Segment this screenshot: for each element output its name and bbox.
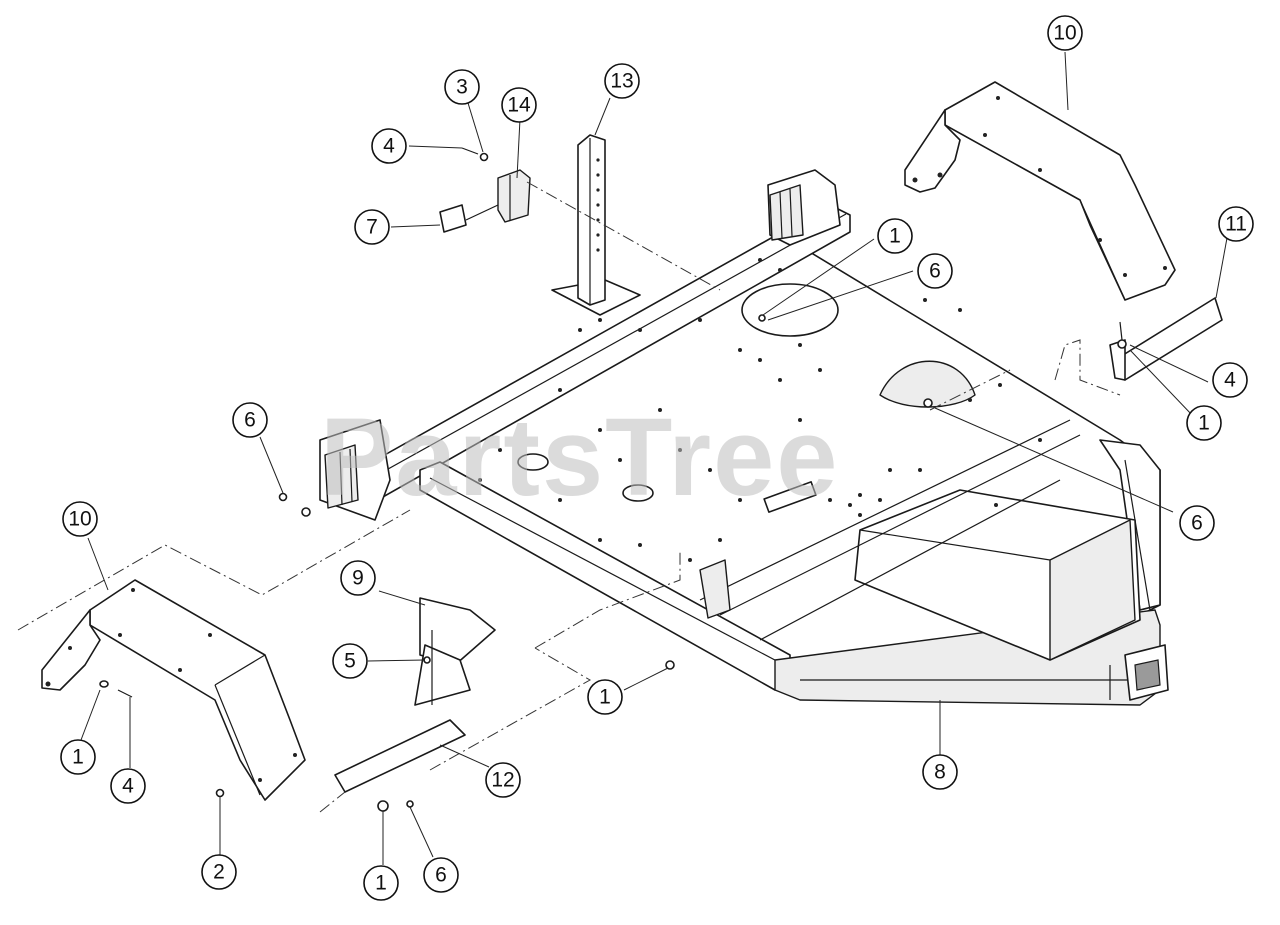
callout-9: 9	[340, 560, 376, 596]
callout-circle	[332, 643, 368, 679]
callout-number: 6	[435, 864, 447, 887]
callout-2: 2	[201, 854, 237, 890]
callout-1: 1	[877, 218, 913, 254]
callout-number: 1	[1198, 412, 1210, 435]
callout-number: 4	[383, 135, 395, 158]
callout-number: 10	[68, 508, 91, 531]
main-frame	[319, 169, 1169, 706]
callout-number: 11	[1225, 213, 1247, 236]
callout-leaders	[80, 51, 1228, 865]
callout-number: 6	[929, 260, 941, 283]
callout-number: 6	[1191, 512, 1203, 535]
callout-circle	[110, 768, 146, 804]
callout-circle	[201, 854, 237, 890]
callout-6: 6	[232, 402, 268, 438]
callout-circle	[1047, 15, 1083, 51]
callout-circle	[60, 739, 96, 775]
callout-number: 1	[375, 872, 387, 895]
callout-number: 9	[352, 567, 364, 590]
callout-circle	[444, 69, 480, 105]
callout-6: 6	[917, 253, 953, 289]
callout-circle	[1212, 362, 1248, 398]
callout-number: 4	[1224, 369, 1236, 392]
callout-circle	[423, 857, 459, 893]
callout-number: 7	[366, 216, 378, 239]
callout-13: 13	[604, 63, 640, 99]
callout-number: 4	[122, 775, 134, 798]
jack-stand	[551, 134, 641, 316]
callout-circle	[232, 402, 268, 438]
callout-1: 1	[363, 865, 399, 901]
assembly-lines	[17, 181, 1121, 813]
callout-circle	[922, 754, 958, 790]
callout-4: 4	[110, 768, 146, 804]
callout-11: 11	[1218, 206, 1254, 242]
callout-circle	[1179, 505, 1215, 541]
callout-circle	[604, 63, 640, 99]
callout-12: 12	[485, 762, 521, 798]
callout-circle	[371, 128, 407, 164]
upper-left-hardware	[439, 147, 531, 233]
callout-4: 4	[1212, 362, 1248, 398]
callout-number: 12	[491, 769, 514, 792]
callout-number: 14	[507, 94, 531, 117]
callout-4: 4	[371, 128, 407, 164]
watermark: PartsTree	[320, 396, 839, 519]
callout-circle	[62, 501, 98, 537]
callout-number: 2	[213, 861, 225, 884]
callout-number: 13	[610, 70, 633, 93]
fender-right	[904, 81, 1176, 301]
callout-circle	[501, 87, 537, 123]
callout-number: 1	[72, 746, 84, 769]
callout-number: 8	[934, 761, 946, 784]
callout-6: 6	[1179, 505, 1215, 541]
callout-number: 10	[1053, 22, 1076, 45]
callout-circle	[917, 253, 953, 289]
callout-circle	[485, 762, 521, 798]
callout-number: 6	[244, 409, 256, 432]
callout-7: 7	[354, 209, 390, 245]
callout-1: 1	[587, 679, 623, 715]
callout-1: 1	[60, 739, 96, 775]
callout-circle	[587, 679, 623, 715]
step-bracket-left	[215, 314, 933, 812]
callout-10: 10	[62, 501, 98, 537]
callout-number: 1	[889, 225, 901, 248]
callout-circle	[1186, 405, 1222, 441]
callout-8: 8	[922, 754, 958, 790]
callout-circle	[363, 865, 399, 901]
callout-6: 6	[423, 857, 459, 893]
callout-10: 10	[1047, 15, 1083, 51]
callout-3: 3	[444, 69, 480, 105]
step-bracket-right	[1109, 297, 1223, 381]
callout-1: 1	[1186, 405, 1222, 441]
callout-circle	[354, 209, 390, 245]
callout-circle	[877, 218, 913, 254]
callout-number: 5	[344, 650, 356, 673]
fender-left	[41, 579, 306, 801]
callout-number: 1	[599, 686, 611, 709]
callout-circle	[1218, 206, 1254, 242]
callout-14: 14	[501, 87, 537, 123]
callout-number: 3	[456, 76, 468, 99]
callout-circle	[340, 560, 376, 596]
callout-5: 5	[332, 643, 368, 679]
